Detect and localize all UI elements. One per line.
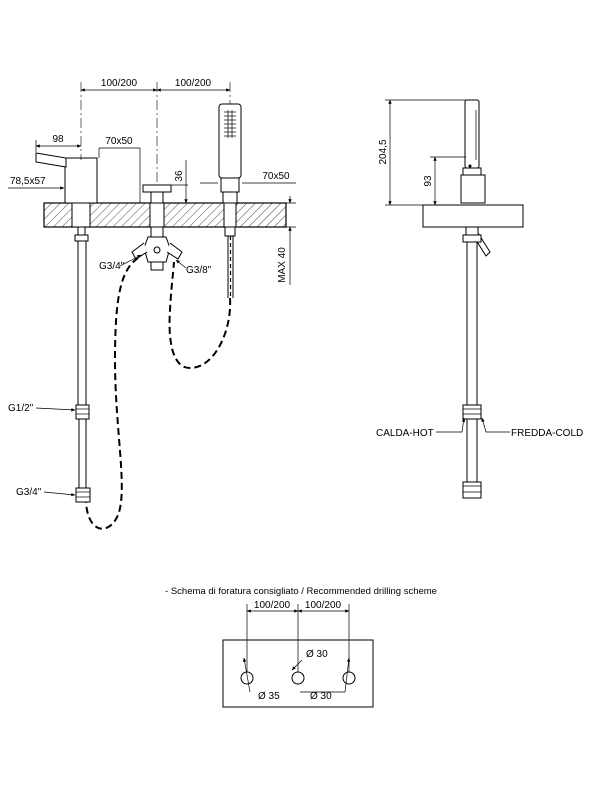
- dimension-top: 100/200 100/200: [80, 78, 231, 92]
- diverter-valve: [131, 184, 183, 271]
- hand-shower: [218, 103, 242, 298]
- dia-top-label: Ø 30: [306, 649, 328, 660]
- supply-hose: [85, 257, 139, 530]
- label-g12: G1/2": [8, 403, 34, 414]
- mixer-supply-pipe: [74, 226, 91, 503]
- hole-right: [342, 671, 356, 685]
- drilling-scheme: - Schema di foratura consigliato / Recom…: [165, 586, 437, 708]
- dim-98-label: 98: [52, 134, 64, 145]
- shower-hose: [168, 261, 232, 370]
- dimension-70x50-left: 70x50: [98, 136, 141, 203]
- mixer-body: [35, 152, 98, 228]
- side-view: 204,5 93 CALDA-HOT FREDDA-COLD: [376, 99, 583, 499]
- side-deck: [422, 204, 524, 228]
- drilling-caption: - Schema di foratura consigliato / Recom…: [165, 586, 437, 597]
- dim-top-right-label: 100/200: [175, 78, 212, 89]
- drilling-plate: [222, 639, 374, 708]
- side-shower-handle: [464, 99, 480, 169]
- dim-93-label: 93: [423, 175, 434, 187]
- dimension-78-5x57: 78,5x57: [8, 176, 65, 190]
- label-hot: CALDA-HOT: [376, 428, 434, 439]
- dim-top-left-label: 100/200: [101, 78, 138, 89]
- shower-nozzles: [224, 110, 236, 138]
- label-g38: G3/8": [186, 265, 212, 276]
- hole-center: [291, 671, 305, 685]
- drilling-dim-right: 100/200: [305, 600, 342, 611]
- front-view: 100/200 100/200 98 70x50 36 78,5x57: [8, 78, 296, 530]
- dia-left-label: Ø 35: [258, 691, 280, 702]
- drilling-dim-left: 100/200: [254, 600, 291, 611]
- dimension-98: 98: [35, 134, 82, 152]
- label-g34-bottom: G3/4": [16, 487, 42, 498]
- dim-78-5x57-label: 78,5x57: [10, 176, 46, 187]
- dim-70x50-right-label: 70x50: [262, 171, 290, 182]
- dimension-70x50-right: 70x50: [200, 171, 296, 184]
- dimension-93: 93: [423, 156, 466, 206]
- dimension-204-5: 204,5: [378, 99, 466, 206]
- dimension-max-40: MAX 40: [276, 196, 296, 285]
- label-cold: FREDDA-COLD: [511, 428, 583, 439]
- hole-left: [240, 671, 254, 685]
- label-g34-valve: G3/4": [99, 261, 125, 272]
- dimension-36: 36: [171, 160, 188, 204]
- dim-70x50-left-label: 70x50: [105, 136, 133, 147]
- dim-36-label: 36: [174, 170, 185, 182]
- dia-right-label: Ø 30: [310, 691, 332, 702]
- dim-max-40-label: MAX 40: [277, 247, 288, 283]
- dim-204-5-label: 204,5: [378, 139, 389, 164]
